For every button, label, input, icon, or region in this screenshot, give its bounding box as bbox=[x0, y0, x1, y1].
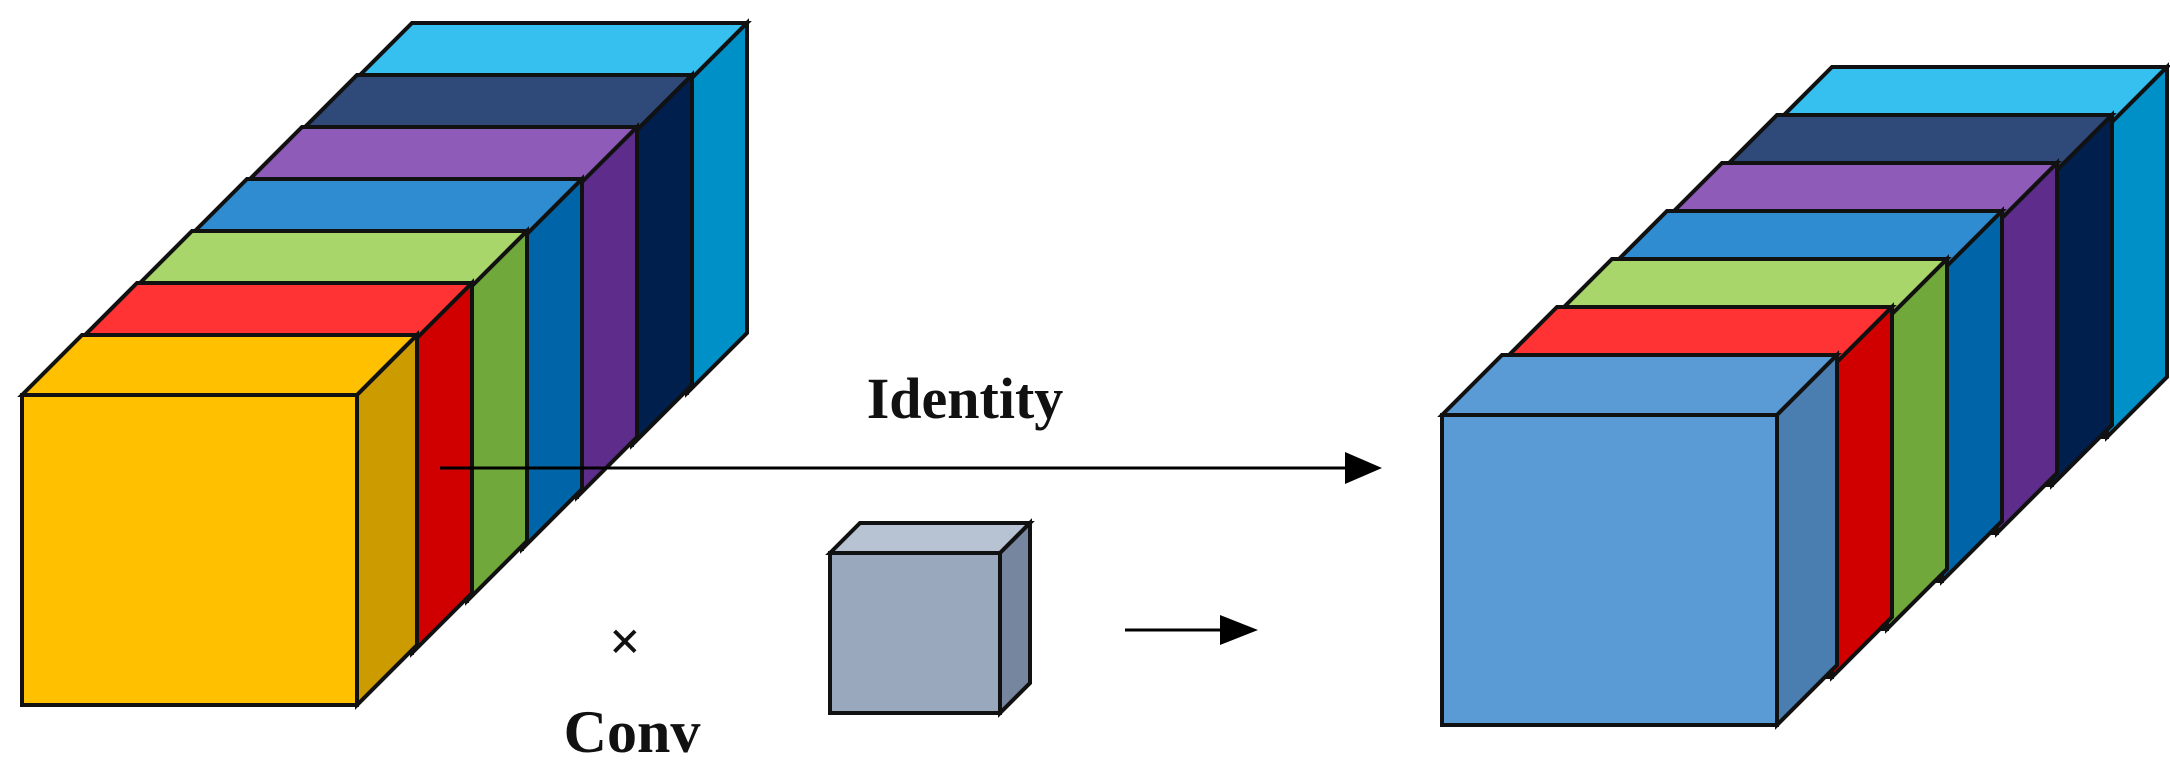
slab-side-face bbox=[1885, 254, 1949, 634]
slab-side-face bbox=[685, 18, 749, 398]
slab-top-face bbox=[1437, 353, 1842, 417]
slab-front-face bbox=[20, 393, 359, 707]
kernel-side-face bbox=[998, 518, 1032, 718]
slab-front-face bbox=[1440, 413, 1779, 727]
kernel-front-face bbox=[828, 551, 1002, 715]
identity-label: Identity bbox=[867, 366, 1064, 431]
slab-side-face bbox=[575, 122, 639, 502]
slab-side-face bbox=[2105, 62, 2169, 442]
slab-side-face bbox=[465, 226, 529, 606]
slab-1 bbox=[1437, 350, 1842, 730]
times-symbol: × bbox=[609, 611, 641, 673]
slab-side-face bbox=[2050, 110, 2114, 490]
input-feature-stack bbox=[17, 18, 752, 710]
kernel-top-face bbox=[825, 521, 1035, 555]
slab-side-face bbox=[630, 70, 694, 450]
slab-side-face bbox=[1995, 158, 2059, 538]
slab-1 bbox=[17, 330, 422, 710]
conv-kernel-cube bbox=[825, 518, 1035, 718]
slab-side-face bbox=[1775, 350, 1839, 730]
output-feature-stack bbox=[1437, 62, 2170, 730]
conv-arrowhead bbox=[1220, 615, 1258, 645]
slab-top-face bbox=[17, 333, 422, 397]
slab-side-face bbox=[1940, 206, 2004, 586]
conv-label: Conv bbox=[564, 699, 701, 765]
slab-side-face bbox=[520, 174, 584, 554]
slab-side-face bbox=[1830, 302, 1894, 682]
identity-arrowhead bbox=[1345, 452, 1382, 484]
slab-side-face bbox=[355, 330, 419, 710]
